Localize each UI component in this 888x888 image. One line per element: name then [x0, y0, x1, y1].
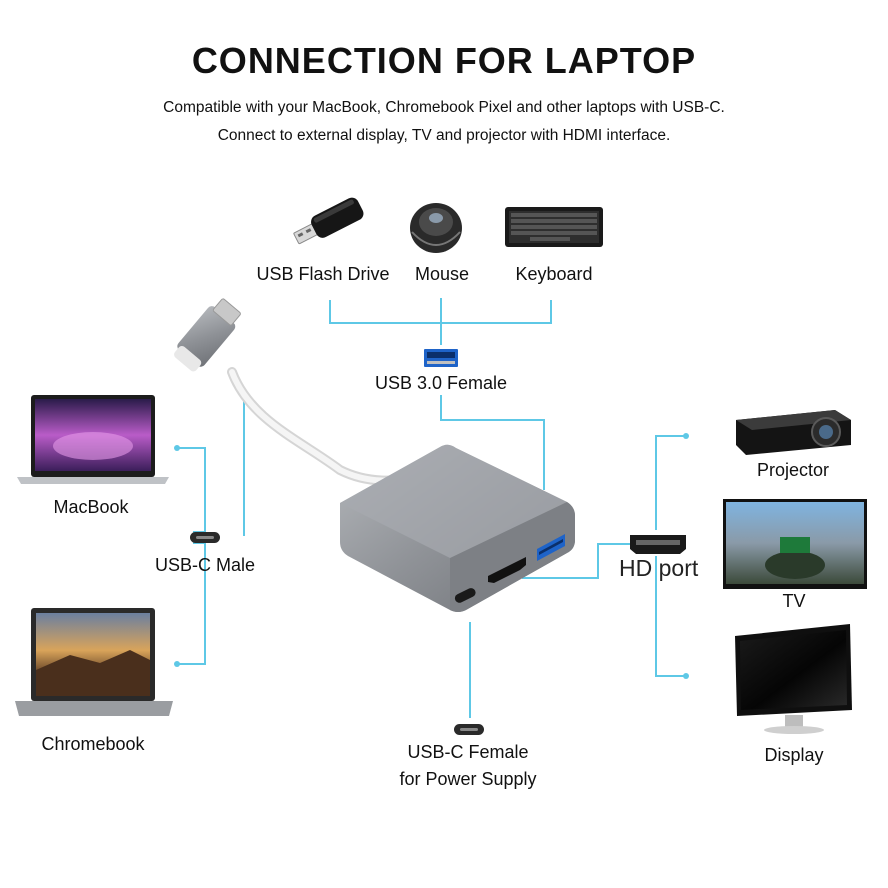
chromebook-icon [15, 608, 173, 716]
page-title: CONNECTION FOR LAPTOP [191, 40, 697, 81]
usb-c-female-port-on-adapter [454, 588, 476, 603]
hdmi-port-icon [630, 535, 686, 554]
label-hd-port: HD port [619, 555, 699, 581]
usb3-port-icon [424, 349, 458, 367]
label-usb-flash-drive: USB Flash Drive [256, 264, 390, 284]
macbook-icon [17, 395, 169, 484]
label-usb-c-male: USB-C Male [154, 555, 256, 575]
hdmi-port-on-adapter [488, 557, 526, 583]
keyboard-icon [505, 207, 603, 247]
usb-c-hub-adapter [340, 444, 575, 612]
tv-icon [723, 499, 867, 589]
label-usb-c-female-power: for Power Supply [399, 769, 537, 789]
projector-icon [736, 410, 851, 455]
subtitle-line-2: Connect to external display, TV and proj… [217, 127, 671, 144]
usb-flash-drive-icon [293, 197, 364, 245]
label-usb3-female: USB 3.0 Female [374, 373, 508, 393]
mouse-icon [410, 203, 462, 253]
label-projector: Projector [756, 460, 830, 480]
label-display: Display [764, 745, 824, 765]
usb-c-cable [174, 298, 405, 486]
usb3-port-on-adapter [537, 534, 565, 561]
usb-c-male-port-icon [190, 532, 220, 543]
label-mouse: Mouse [414, 264, 470, 284]
display-icon [735, 624, 852, 734]
label-keyboard: Keyboard [515, 264, 593, 284]
label-macbook: MacBook [53, 497, 129, 517]
connector-dots [174, 433, 689, 679]
label-chromebook: Chromebook [41, 734, 145, 754]
label-usb-c-female: USB-C Female [407, 742, 529, 762]
label-tv: TV [782, 591, 806, 611]
subtitle-line-1: Compatible with your MacBook, Chromebook… [163, 99, 725, 116]
usb-c-female-port-icon [454, 724, 484, 735]
